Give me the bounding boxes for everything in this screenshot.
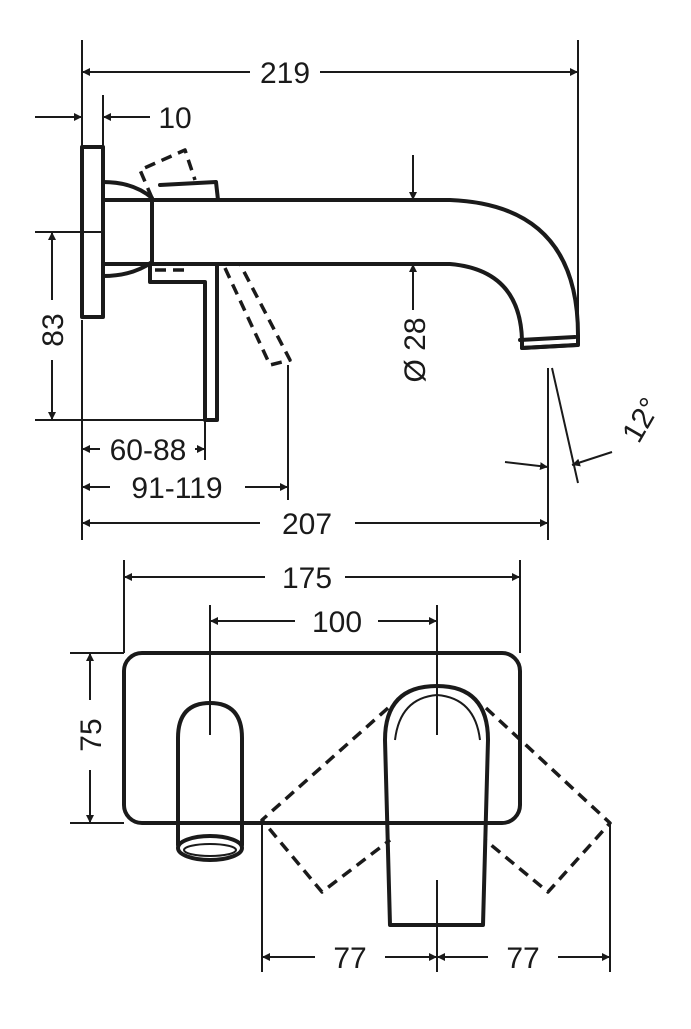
- handle-alt-position-top: [138, 148, 197, 199]
- dim-175: 175: [282, 562, 332, 595]
- handle-alt-position-bottom: [223, 263, 292, 367]
- dim-207: 207: [282, 508, 332, 541]
- dim-83: 83: [37, 313, 70, 346]
- handle-swing-left: [260, 706, 392, 894]
- handle-swing-right: [483, 706, 612, 894]
- dim-diameter-28: Ø 28: [399, 317, 432, 382]
- front-plate: [122, 651, 522, 825]
- handle-lever: [148, 180, 220, 422]
- dim-77-right: 77: [506, 942, 539, 975]
- dim-91-119: 91-119: [131, 472, 222, 505]
- dim-77-left: 77: [333, 942, 366, 975]
- dim-60-88: 60-88: [110, 434, 187, 467]
- side-view: 219 10 83 Ø 28 12° 60-88 91-119: [35, 40, 667, 541]
- dim-75: 75: [75, 718, 108, 751]
- front-view: 175 100 75 77 77: [70, 560, 612, 975]
- dim-100: 100: [312, 606, 362, 639]
- spout: [101, 198, 580, 350]
- dim-219: 219: [260, 57, 310, 90]
- dim-angle-12: 12°: [616, 392, 667, 448]
- dim-10: 10: [158, 102, 191, 135]
- rosette: [101, 180, 154, 278]
